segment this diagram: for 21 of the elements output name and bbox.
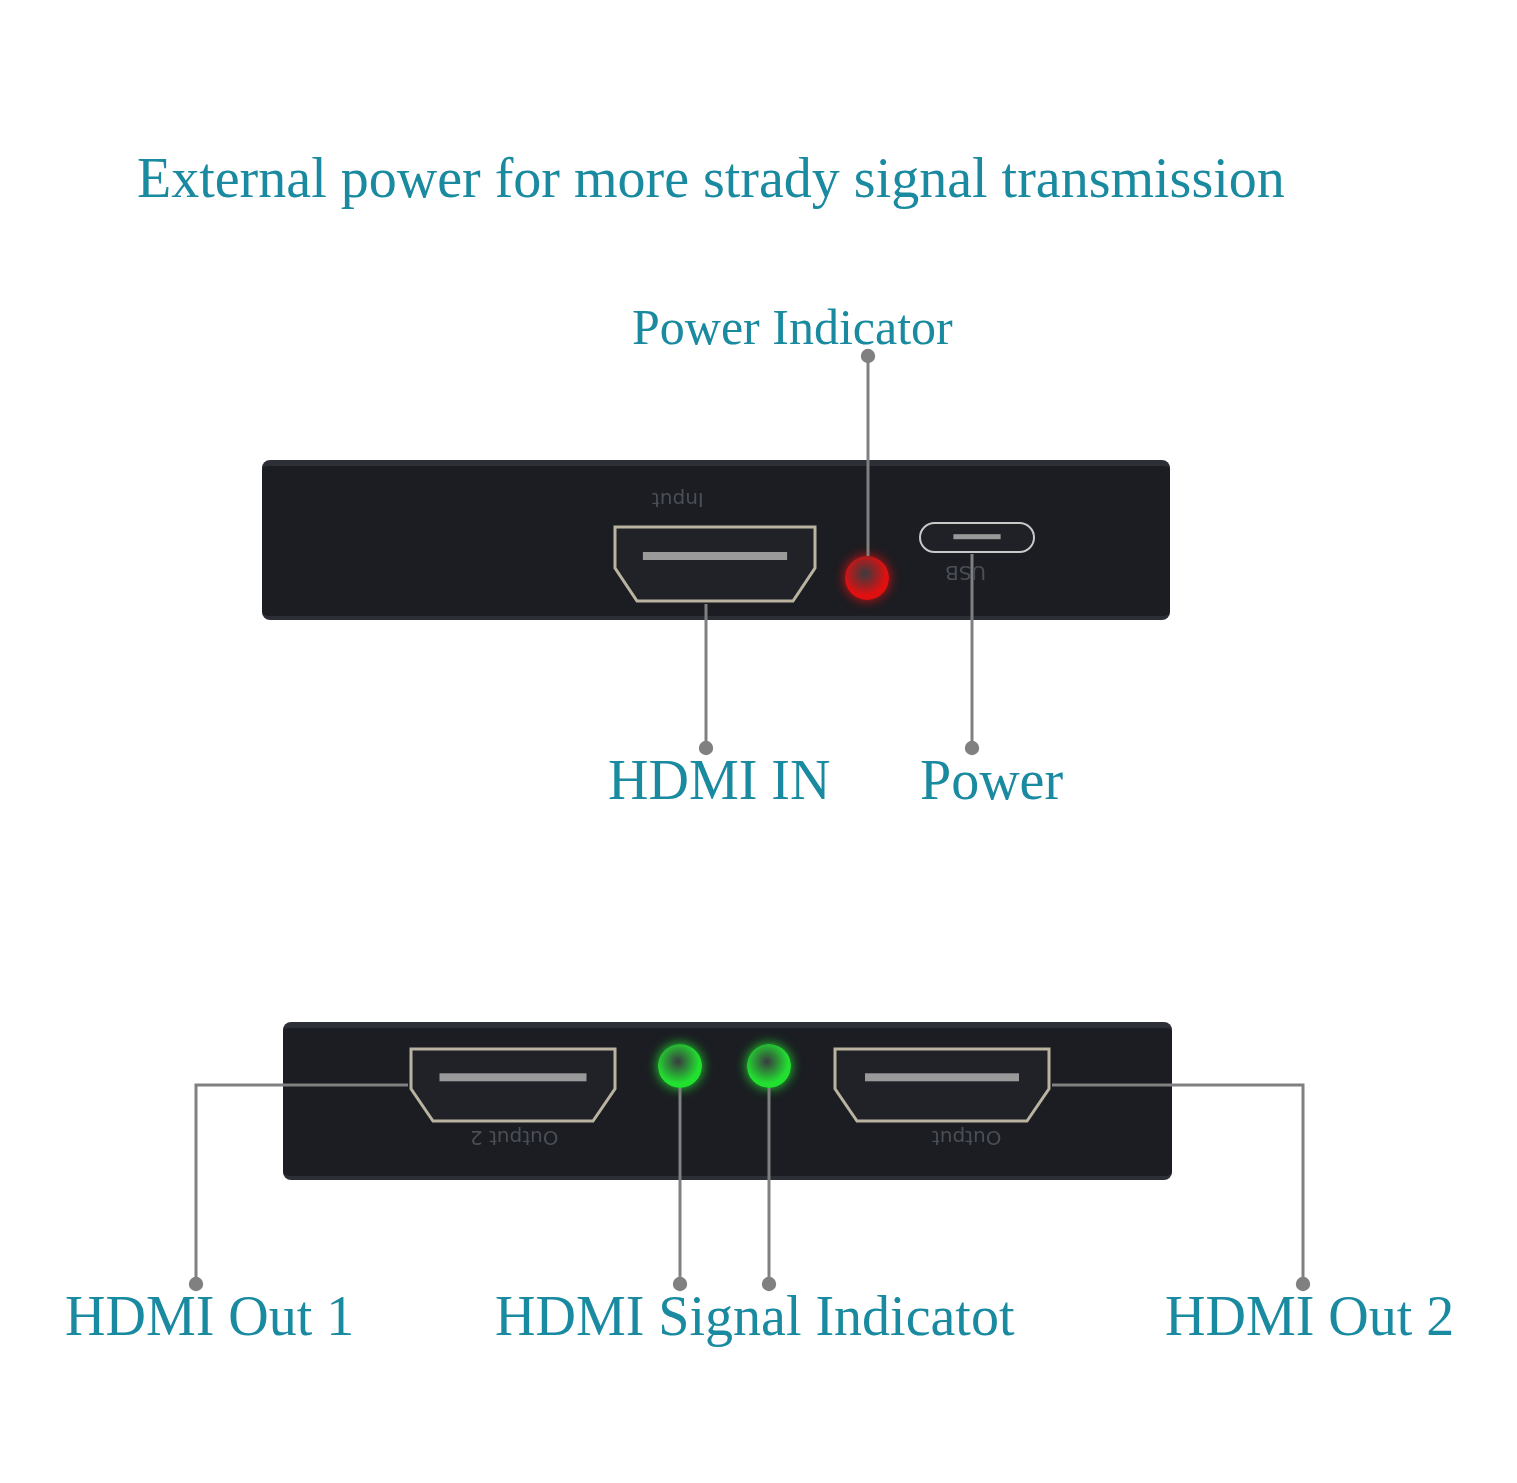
leader-line [860,348,876,556]
callout-label: Power Indicator [632,302,953,352]
splitter-body [283,1022,1172,1180]
callout-label: Power [920,752,1064,808]
hdmi-port [408,1046,618,1124]
callout-label: HDMI Out 1 [65,1288,355,1344]
leader-line [964,554,980,756]
led-indicator [658,1044,702,1088]
leader-line [1052,1083,1311,1292]
leader-line [188,1083,408,1292]
hdmi-port [612,524,818,604]
led-indicator [747,1044,791,1088]
callout-label: HDMI IN [608,752,831,808]
splitter-body [262,460,1170,620]
leader-line [761,1088,777,1292]
leader-line [698,604,714,756]
led-indicator [845,556,889,600]
leader-line [672,1088,688,1292]
hdmi-port [832,1046,1052,1124]
callout-label: HDMI Out 2 [1165,1288,1455,1344]
micro-usb-port [918,521,1036,554]
